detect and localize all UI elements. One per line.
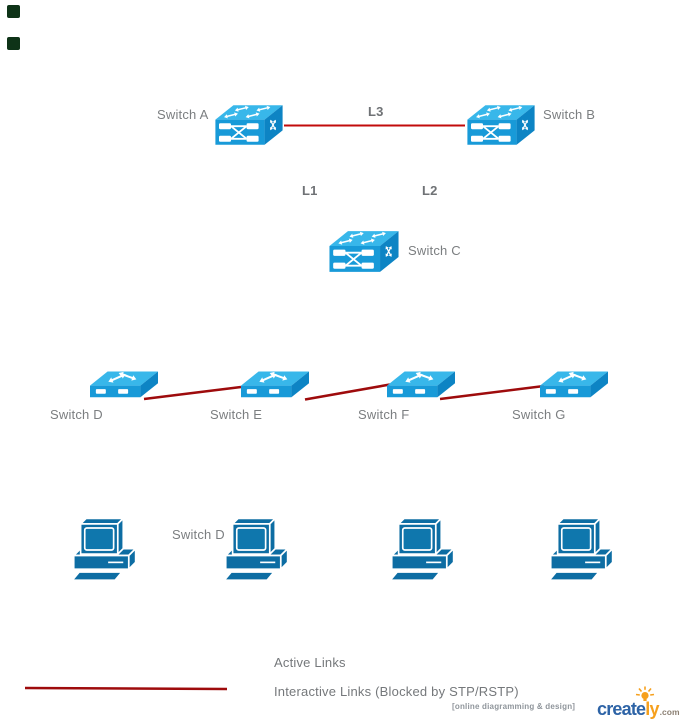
- creately-logo[interactable]: creately.com: [597, 699, 680, 721]
- workstation-icon: [389, 517, 455, 582]
- workgroup-switch-icon: [327, 228, 401, 275]
- switch-f-label: Switch F: [358, 407, 410, 422]
- switch-d-node[interactable]: [88, 368, 160, 402]
- workstation-4-node[interactable]: [545, 517, 617, 583]
- link-switch-e-f: [304, 383, 391, 401]
- switch-a-node[interactable]: [213, 102, 285, 148]
- workstation-icon: [223, 517, 289, 582]
- creately-bulb-icon: [635, 686, 655, 701]
- switch-g-node[interactable]: [538, 368, 610, 402]
- legend-blocked-line-sample: [24, 686, 228, 691]
- switch-c-label: Switch C: [408, 243, 461, 258]
- workgroup-switch-icon: [213, 102, 285, 148]
- link-label-l1: L1: [302, 183, 318, 198]
- link-label-l3: L3: [368, 104, 384, 119]
- creately-tagline: [online diagramming & design]: [452, 702, 576, 711]
- switch-b-label: Switch B: [543, 107, 596, 122]
- lan-switch-icon: [538, 368, 610, 402]
- workstation-icon: [71, 517, 137, 582]
- switch-e-node[interactable]: [239, 368, 311, 402]
- switch-a-label: Switch A: [157, 107, 209, 122]
- workstation-2-node[interactable]: [220, 517, 292, 583]
- switch-e-label: Switch E: [210, 407, 263, 422]
- link-switch-d-e: [143, 385, 242, 401]
- legend-blocked-links-label: Interactive Links (Blocked by STP/RSTP): [274, 684, 519, 699]
- switch-c-node[interactable]: [327, 228, 401, 275]
- brand-text-create: create: [597, 699, 646, 719]
- link-label-l2: L2: [422, 183, 438, 198]
- lan-switch-icon: [239, 368, 311, 402]
- workstation-icon: [548, 517, 614, 582]
- brand-text-ly: ly: [645, 699, 659, 719]
- switch-f-node[interactable]: [385, 368, 457, 402]
- corner-marker-square-1: [7, 5, 20, 18]
- switch-b-node[interactable]: [465, 102, 537, 148]
- brand-domain-com: .com: [659, 707, 680, 717]
- workstation-1-node[interactable]: [68, 517, 140, 583]
- lan-switch-icon: [88, 368, 160, 402]
- workgroup-switch-icon: [465, 102, 537, 148]
- switch-d-label: Switch D: [50, 407, 103, 422]
- corner-marker-square-2: [7, 37, 20, 50]
- workstation-2-label: Switch D: [172, 527, 225, 542]
- workstation-3-node[interactable]: [386, 517, 458, 583]
- lan-switch-icon: [385, 368, 457, 402]
- switch-g-label: Switch G: [512, 407, 566, 422]
- link-switch-f-g: [439, 384, 545, 401]
- legend-active-links-label: Active Links: [274, 655, 346, 670]
